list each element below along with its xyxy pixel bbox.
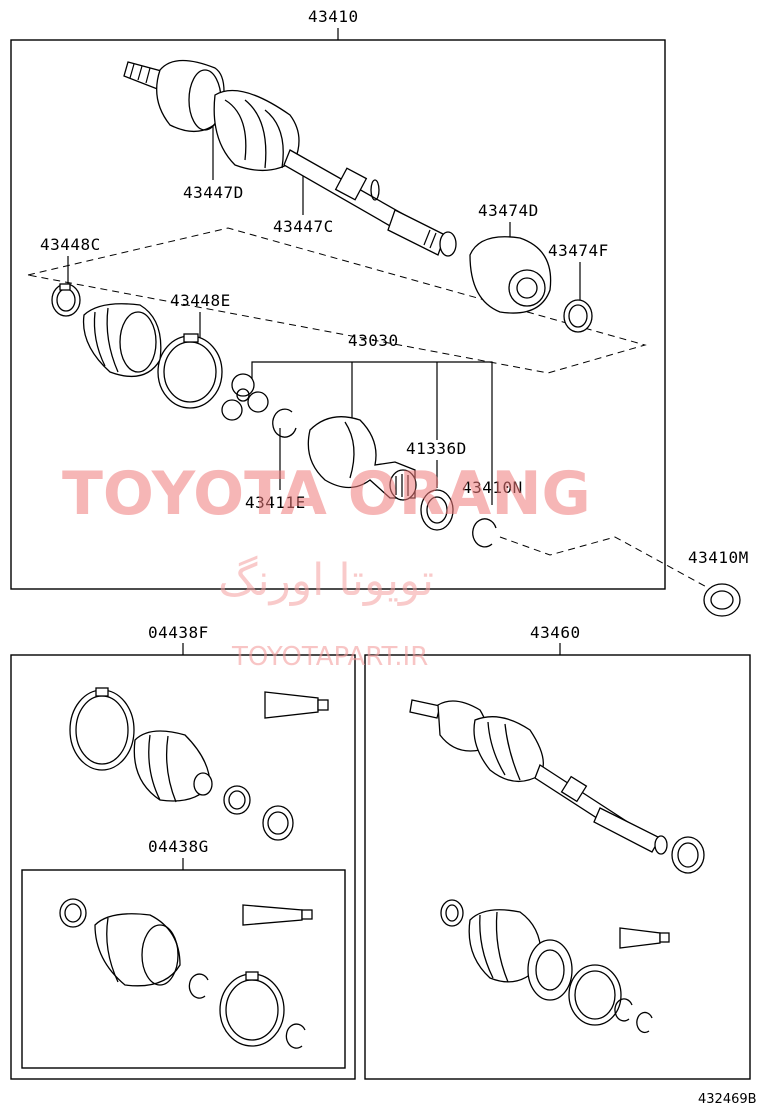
label-04438F[interactable]: 04438F — [148, 623, 209, 642]
drive-shaft-main[interactable] — [123, 59, 457, 257]
figure-code: 432469B — [698, 1092, 757, 1107]
watermark-brand-fa: تویوتا اورنگ — [218, 555, 434, 606]
outer-boot[interactable] — [82, 303, 162, 378]
damper-clamp[interactable] — [563, 299, 593, 333]
boot-kit-inner-clamp-1[interactable] — [223, 785, 251, 815]
shaft-snap-ring[interactable] — [272, 408, 297, 438]
rh-clamp-small[interactable] — [671, 836, 705, 874]
boot-kit-inner-grease-tube[interactable] — [264, 691, 329, 719]
boot-kit-outer-clamp-small[interactable] — [59, 898, 87, 928]
label-43460[interactable]: 43460 — [530, 623, 581, 642]
bearing[interactable] — [703, 583, 741, 617]
rh-band-large[interactable] — [568, 964, 622, 1026]
label-43448E[interactable]: 43448E — [170, 291, 231, 310]
boot-kit-inner-band-large[interactable] — [69, 687, 135, 771]
label-43474F[interactable]: 43474F — [548, 241, 609, 260]
label-43410M[interactable]: 43410M — [688, 548, 749, 567]
boot-kit-inner-boot[interactable] — [133, 730, 213, 803]
drive-shaft-rh[interactable] — [409, 699, 668, 855]
label-43448C[interactable]: 43448C — [40, 235, 101, 254]
label-43410[interactable]: 43410 — [308, 7, 359, 26]
boot-kit-outer-snap-ring[interactable] — [188, 973, 209, 999]
label-41336D[interactable]: 41336D — [406, 439, 467, 458]
boot-kit-outer-snap-ring-2[interactable] — [285, 1023, 306, 1049]
leader-43030 — [251, 361, 493, 505]
outer-boot-clamp-large[interactable] — [157, 333, 223, 409]
oil-seal[interactable] — [420, 489, 454, 531]
boot-kit-inner-clamp-2[interactable] — [262, 805, 294, 841]
boot-kit-outer-boot[interactable] — [94, 913, 181, 987]
label-43474D[interactable]: 43474D — [478, 201, 539, 220]
rh-grease-tube[interactable] — [619, 927, 670, 949]
boot-kit-outer-grease-tube[interactable] — [242, 904, 313, 926]
label-43447D[interactable]: 43447D — [183, 183, 244, 202]
rh-clamp-outer-small[interactable] — [440, 899, 464, 927]
rh-snap-ring-2[interactable] — [636, 1011, 653, 1034]
tripod-joint[interactable] — [221, 373, 269, 421]
inner-joint-housing[interactable] — [307, 416, 417, 501]
watermark-brand: TOYOTA ORANG — [62, 459, 591, 529]
outer-joint-dashed-outline — [27, 227, 647, 374]
dynamic-damper[interactable] — [469, 236, 552, 314]
label-43030[interactable]: 43030 — [348, 331, 399, 350]
label-43447C[interactable]: 43447C — [273, 217, 334, 236]
rh-snap-ring-1[interactable] — [614, 998, 633, 1022]
outer-boot-clamp-small[interactable] — [51, 283, 81, 317]
leader-43410M — [499, 536, 713, 591]
label-43411E[interactable]: 43411E — [245, 493, 306, 512]
boot-kit-outer-band-large[interactable] — [219, 971, 285, 1047]
watermark-site: TOYOTAPART.IR — [231, 642, 428, 672]
rh-inner-joint-cage[interactable] — [527, 939, 573, 1001]
hole-snap-ring[interactable] — [472, 518, 497, 548]
label-04438G[interactable]: 04438G — [148, 837, 209, 856]
shaft-assembly-rh-frame — [364, 654, 751, 1080]
